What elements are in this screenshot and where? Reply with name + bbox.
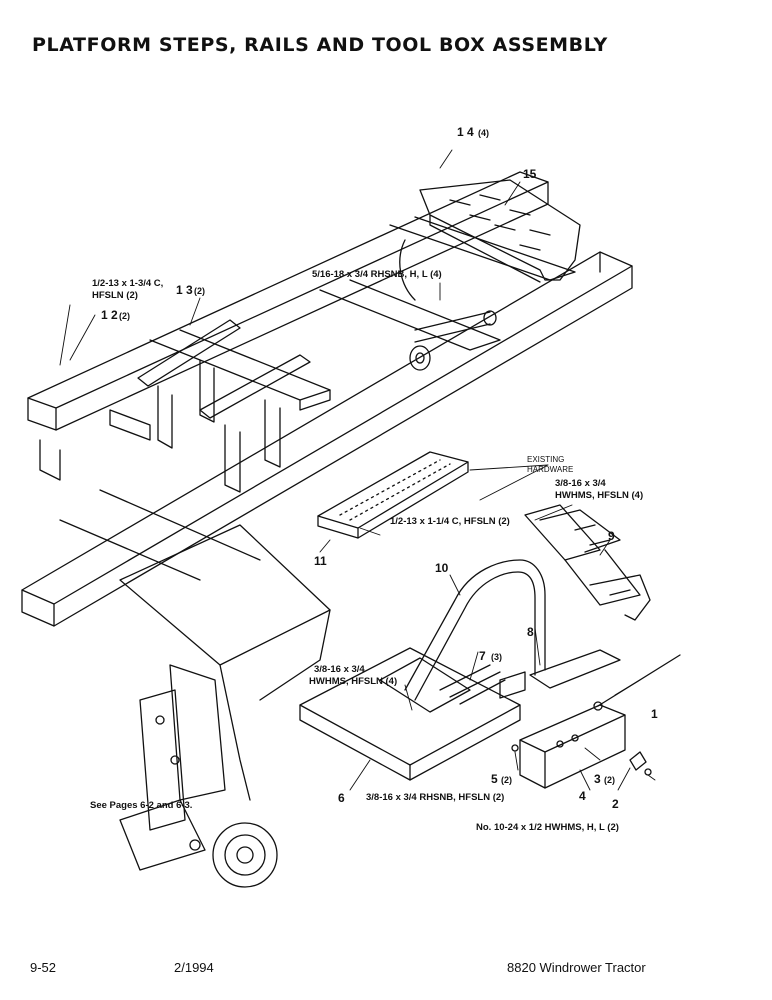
page-title: PLATFORM STEPS, RAILS AND TOOL BOX ASSEM…	[32, 34, 608, 56]
callout-12: 1 2	[101, 308, 118, 322]
callout-1: 1	[651, 707, 658, 721]
callout-7: 7	[479, 649, 486, 663]
page-number: 9-52	[30, 960, 57, 975]
hardware-note-6a: 3/8-16 x 3/4	[314, 664, 365, 675]
hardware-note-1a: 1/2-13 x 1-3/4 C,	[92, 278, 163, 289]
hardware-note-6b: HWHMS, HFSLN (4)	[309, 676, 397, 687]
part-11-step-tread	[317, 451, 469, 539]
part-9-hanging-steps	[524, 504, 651, 621]
leader-lines	[59, 149, 656, 791]
callout-5: 5	[491, 772, 498, 786]
callout-12-count: (2)	[119, 311, 130, 321]
part-4-tool-box	[511, 654, 681, 789]
reference-note: See Pages 6-2 and 6-3.	[90, 800, 192, 811]
callout-14: 1 4	[457, 125, 474, 139]
callout-labels: 1 4 (4) 15 1 3 (2) 1 2 (2) 11 10 9 8 7 (…	[101, 125, 658, 811]
part-15-step-plate	[419, 179, 581, 283]
callout-2: 2	[612, 797, 619, 811]
hardware-note-1b: HFSLN (2)	[92, 290, 138, 301]
hardware-note-7: 3/8-16 x 3/4 RHSNB, HFSLN (2)	[366, 792, 504, 803]
part-8-plate	[499, 649, 621, 699]
part-6-platform	[299, 647, 521, 781]
hardware-notes: 1/2-13 x 1-3/4 C, HFSLN (2) 5/16-18 x 3/…	[90, 269, 643, 833]
model-name: 8820 Windrower Tractor	[507, 960, 646, 975]
callout-3: 3	[594, 772, 601, 786]
callout-7-count: (3)	[491, 652, 502, 662]
hardware-note-5: 1/2-13 x 1-1/4 C, HFSLN (2)	[390, 516, 510, 527]
callout-5-count: (2)	[501, 775, 512, 785]
hardware-note-3b: HARDWARE	[527, 465, 573, 474]
callout-9: 9	[608, 529, 615, 543]
hardware-note-3a: EXISTING	[527, 455, 564, 464]
wheel-leg	[119, 524, 331, 888]
callout-14-count: (4)	[478, 128, 489, 138]
callout-13-count: (2)	[194, 286, 205, 296]
hardware-note-4b: HWHMS, HFSLN (4)	[555, 490, 643, 501]
tractor-frame	[21, 171, 633, 627]
callout-6: 6	[338, 791, 345, 805]
callout-3-count: (2)	[604, 775, 615, 785]
hardware-note-2: 5/16-18 x 3/4 RHSNB, H, L (4)	[312, 269, 442, 280]
callout-15: 15	[523, 167, 537, 181]
callout-8: 8	[527, 625, 534, 639]
callout-10: 10	[435, 561, 449, 575]
callout-4: 4	[579, 789, 586, 803]
part-10-handrail	[404, 559, 546, 701]
hardware-note-8: No. 10-24 x 1/2 HWHMS, H, L (2)	[476, 822, 619, 833]
callout-13: 1 3	[176, 283, 193, 297]
revision-date: 2/1994	[174, 960, 214, 975]
callout-11: 11	[314, 554, 327, 568]
part-13-brackets	[137, 319, 311, 493]
hardware-note-4a: 3/8-16 x 3/4	[555, 478, 606, 489]
